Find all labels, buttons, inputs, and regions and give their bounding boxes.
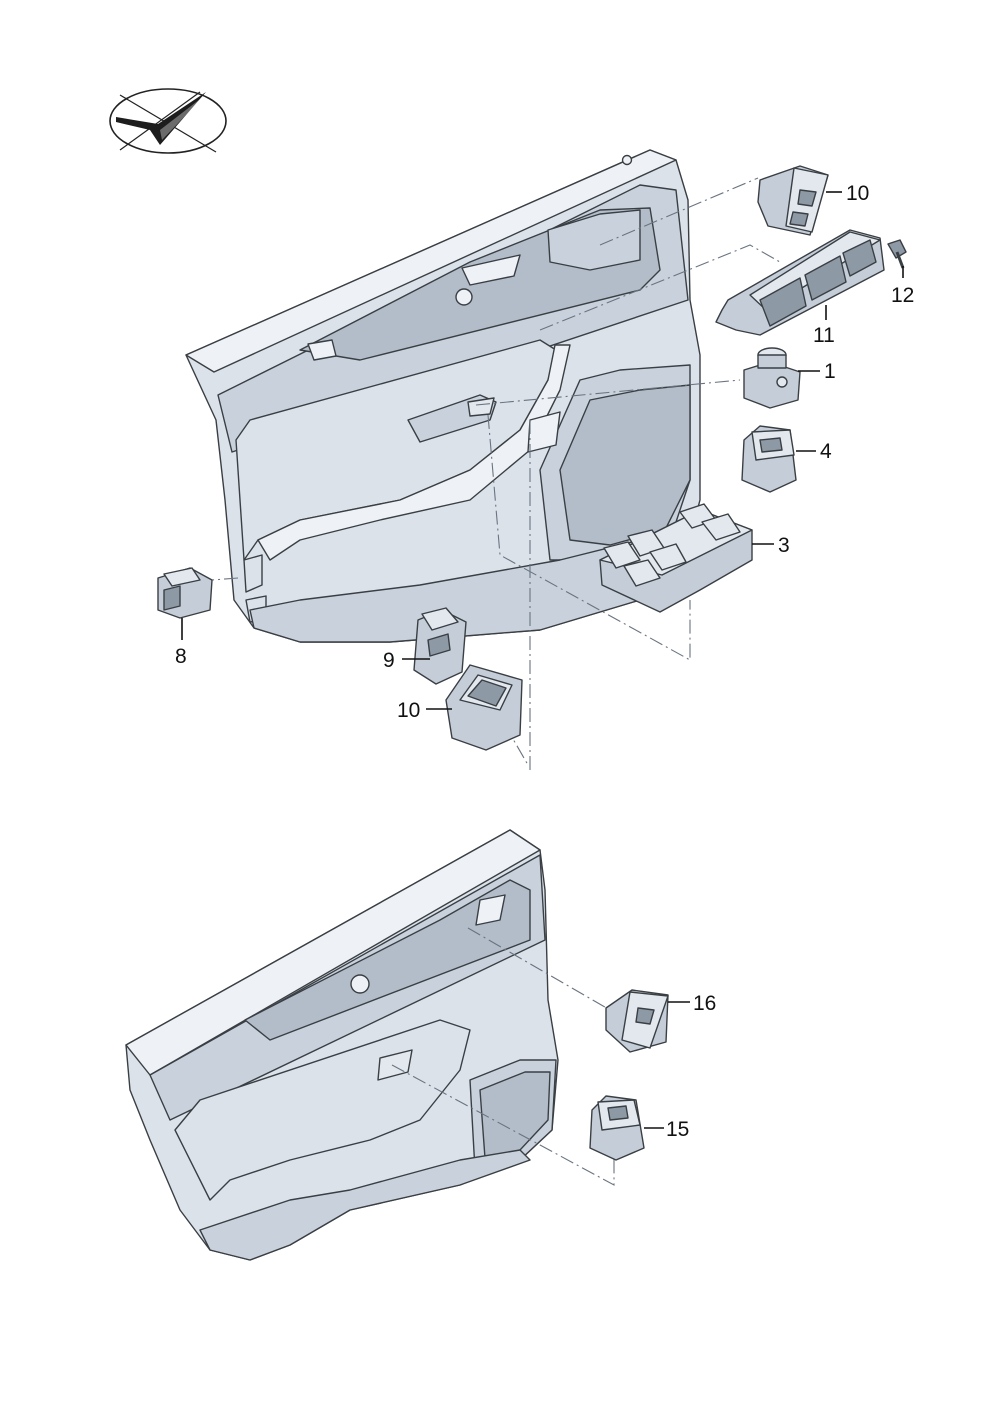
callout-6: 10	[846, 182, 869, 205]
leader-lines	[181, 191, 904, 1129]
callout-16: 16	[693, 992, 716, 1015]
part-11-switch-module	[715, 229, 885, 336]
callout-labels: 10 11 12 1 4 3 8 9 10 16 15	[175, 182, 914, 1141]
callout-4: 4	[820, 440, 832, 463]
part-9-switch	[413, 607, 467, 685]
callout-8: 8	[175, 645, 187, 668]
callout-15: 15	[666, 1118, 689, 1141]
part-16-switch	[605, 989, 669, 1053]
callout-3: 3	[778, 534, 790, 557]
rear-door-trim-panel	[125, 829, 559, 1261]
part-4-window-switch	[741, 425, 797, 493]
part-10-switch-housing	[445, 664, 523, 751]
callout-9: 9	[383, 649, 395, 672]
direction-checkmark-logo-icon	[109, 88, 227, 154]
part-12-screw	[887, 239, 907, 269]
callout-1: 1	[824, 360, 836, 383]
part-8-switch	[157, 567, 213, 619]
callout-12: 12	[891, 284, 914, 307]
callout-11: 11	[813, 324, 835, 347]
part-6-switch	[757, 165, 829, 236]
callout-10: 10	[397, 699, 420, 722]
part-1-mirror-adjust-switch	[743, 347, 801, 409]
part-3-window-switch-block	[599, 503, 753, 613]
front-door-trim-panel	[185, 149, 701, 643]
part-15-switch	[589, 1095, 645, 1161]
